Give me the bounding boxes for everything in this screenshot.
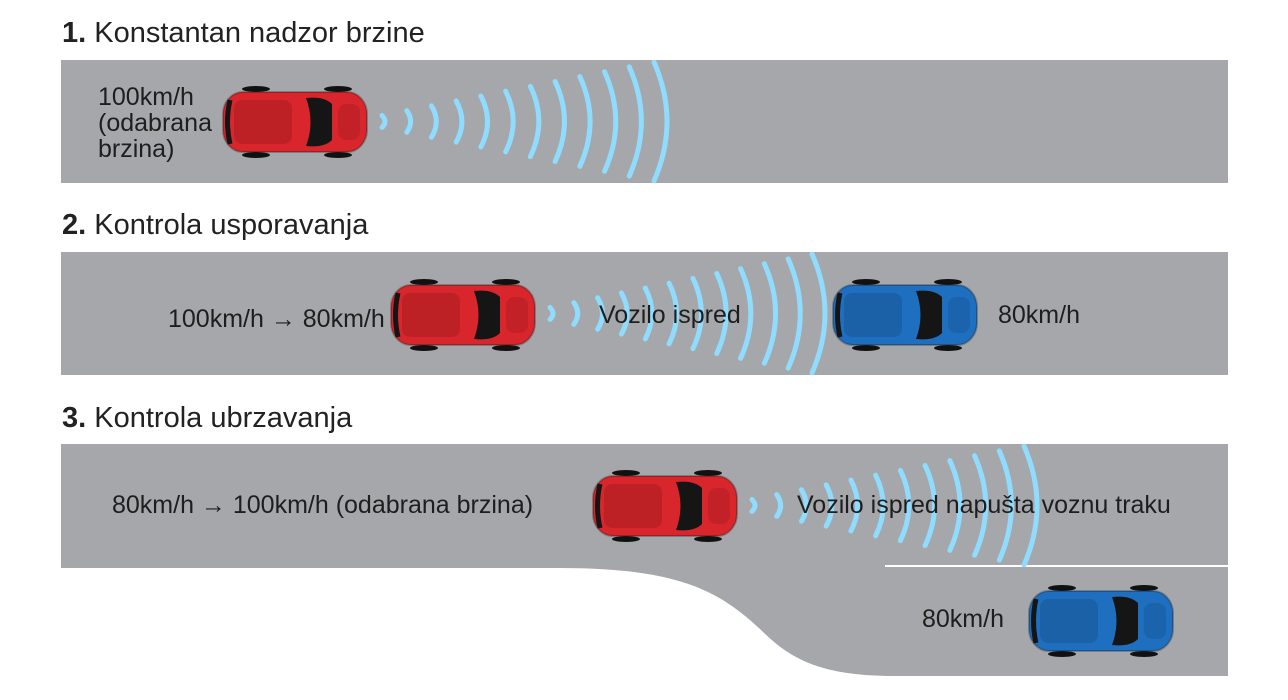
radar-wave-arc <box>618 290 630 337</box>
speed-line-1: 100km/h <box>98 83 194 111</box>
radar-wave-arc <box>642 285 655 342</box>
section-1-number: 1. <box>62 17 87 49</box>
radar-wave-arc <box>547 305 556 322</box>
radar-wave-arc <box>947 458 963 553</box>
radar-wave-arc <box>552 78 567 165</box>
radar-wave-arc <box>897 467 912 544</box>
own-speed-label: 80km/h → 100km/h (odabrana brzina) <box>112 491 534 519</box>
vehicle-ahead-speed: 80km/h <box>922 605 1004 633</box>
vehicle-ahead-blue <box>1026 585 1176 657</box>
own-car-red <box>220 86 370 158</box>
radar-wave-arc <box>873 472 886 539</box>
radar-wave-arc <box>774 492 784 519</box>
section-1-title-text: Konstantan nadzor brzine <box>94 17 425 49</box>
section-1-title: 1. Konstantan nadzor brzine <box>62 17 425 50</box>
road-2 <box>61 252 1228 375</box>
radar-wave-arc <box>798 487 809 524</box>
radar-wave-arc <box>848 477 861 534</box>
section-2-title: 2. Kontrola usporavanja <box>62 209 368 242</box>
radar-wave-arc <box>527 83 542 160</box>
speed-line-2: (odabrana <box>98 109 212 137</box>
radar-wave-arc <box>626 64 644 179</box>
radar-waves <box>379 60 670 183</box>
vehicle-ahead-speed: 80km/h <box>998 301 1080 329</box>
radar-wave-arc <box>453 98 465 145</box>
own-car-red <box>388 279 538 351</box>
section-2-number: 2. <box>62 209 87 241</box>
vehicle-ahead-label: Vozilo ispred <box>599 301 741 329</box>
radar-wave-arc <box>714 270 729 357</box>
radar-wave-arc <box>1021 444 1040 567</box>
own-speed-label: 100km/h → 80km/h <box>168 305 385 333</box>
radar-wave-arc <box>922 462 937 549</box>
radar-wave-arc <box>404 108 414 135</box>
section-3-title-text: Kontrola ubrzavanja <box>94 402 353 434</box>
radar-wave-arc <box>823 482 835 529</box>
radar-wave-arc <box>690 275 704 352</box>
radar-waves <box>547 252 828 375</box>
radar-wave-arc <box>595 295 605 332</box>
radar-wave-arc <box>478 93 491 150</box>
section-3-number: 3. <box>62 402 87 434</box>
own-car-red <box>590 470 740 542</box>
radar-wave-arc <box>602 69 619 174</box>
radar-wave-arc <box>428 103 439 140</box>
radar-wave-arc <box>577 74 593 169</box>
radar-wave-arc <box>761 261 778 366</box>
radar-wave-arc <box>379 113 388 130</box>
radar-wave-arc <box>972 453 989 558</box>
radar-wave-arc <box>571 300 581 327</box>
section-3-title: 3. Kontrola ubrzavanja <box>62 402 352 435</box>
section-2-title-text: Kontrola usporavanja <box>94 209 369 241</box>
vehicle-ahead-label: Vozilo ispred napušta voznu traku <box>797 491 1171 519</box>
radar-wave-arc <box>809 252 828 375</box>
radar-wave-arc <box>996 448 1014 563</box>
radar-wave-arc <box>785 256 803 371</box>
radar-wave-arc <box>666 280 680 347</box>
selected-speed-label: 100km/h (odabrana brzina) <box>98 84 212 162</box>
radar-wave-arc <box>503 88 516 155</box>
radar-waves <box>749 444 1040 567</box>
speed-line-3: brzina) <box>98 135 175 163</box>
vehicle-ahead-blue <box>830 279 980 351</box>
radar-wave-arc <box>749 497 758 514</box>
radar-wave-arc <box>651 60 670 183</box>
radar-wave-arc <box>738 266 754 361</box>
